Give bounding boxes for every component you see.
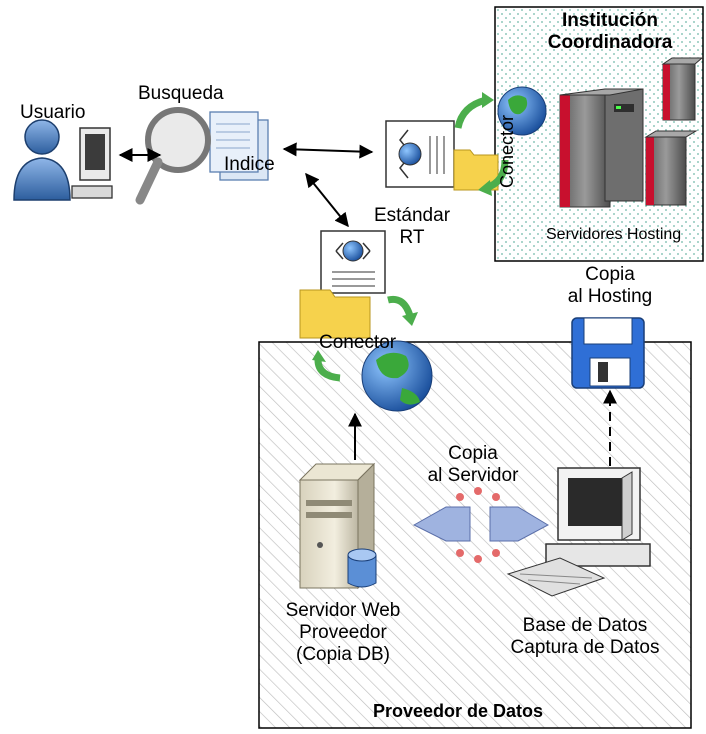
- top-connector-doc-icon: [385, 120, 455, 188]
- floppy-disk-icon: [571, 317, 645, 389]
- web-server-line3: (Copia DB): [296, 644, 390, 665]
- bottom-connector-globe-icon: [312, 340, 433, 412]
- copy-to-server-label: Copia al Servidor: [408, 443, 538, 487]
- copy-to-hosting-label: Copia al Hosting: [550, 264, 670, 308]
- web-server-line2: Proveedor: [299, 622, 387, 643]
- institution-label: Institución Coordinadora: [520, 10, 700, 54]
- database-icon: [347, 548, 377, 588]
- bottom-connector-doc-icon: [299, 289, 418, 339]
- institution-label-line1: Institución: [561, 10, 659, 31]
- copy-to-server-line2: al Servidor: [427, 465, 519, 486]
- institution-label-line2: Coordinadora: [547, 32, 673, 53]
- data-capture-computer-icon: [506, 467, 651, 597]
- user-icon: [13, 119, 71, 201]
- web-server-line1: Servidor Web: [285, 600, 401, 621]
- standard-label: Estándar RT: [352, 205, 472, 249]
- top-connector-icon: [453, 86, 547, 196]
- database-line1: Base de Datos: [522, 615, 648, 636]
- copy-to-server-connector-icon: [412, 487, 550, 563]
- standard-doc-icon: [320, 230, 386, 294]
- user-label: Usuario: [20, 102, 86, 123]
- index-standard-arrow: [305, 172, 349, 228]
- index-documents-icon: [209, 111, 269, 181]
- copy-to-hosting-line2: al Hosting: [567, 286, 653, 307]
- user-computer-icon: [71, 127, 113, 199]
- hosting-server-large-icon: [559, 88, 644, 208]
- top-connector-label: Conector: [497, 114, 517, 188]
- hosting-servers-label: Servidores Hosting: [546, 226, 682, 243]
- index-label: Indice: [224, 154, 275, 175]
- hosting-server-small-top-icon: [661, 57, 704, 121]
- web-server-label: Servidor Web Proveedor (Copia DB): [268, 600, 418, 666]
- magnifier-icon: [135, 107, 211, 205]
- standard-label-line1: Estándar: [373, 205, 451, 226]
- hosting-server-small-bottom-icon: [644, 130, 698, 206]
- database-line2: Captura de Datos: [510, 637, 660, 658]
- search-label: Busqueda: [138, 83, 224, 104]
- copy-to-hosting-line1: Copia: [585, 264, 635, 285]
- standard-label-line2: RT: [399, 227, 425, 248]
- provider-label: Proveedor de Datos: [373, 701, 544, 721]
- bottom-connector-label: Conector: [319, 332, 397, 353]
- copy-to-server-line1: Copia: [448, 443, 498, 464]
- index-connector-arrow: [282, 142, 374, 159]
- database-label: Base de Datos Captura de Datos: [490, 615, 680, 659]
